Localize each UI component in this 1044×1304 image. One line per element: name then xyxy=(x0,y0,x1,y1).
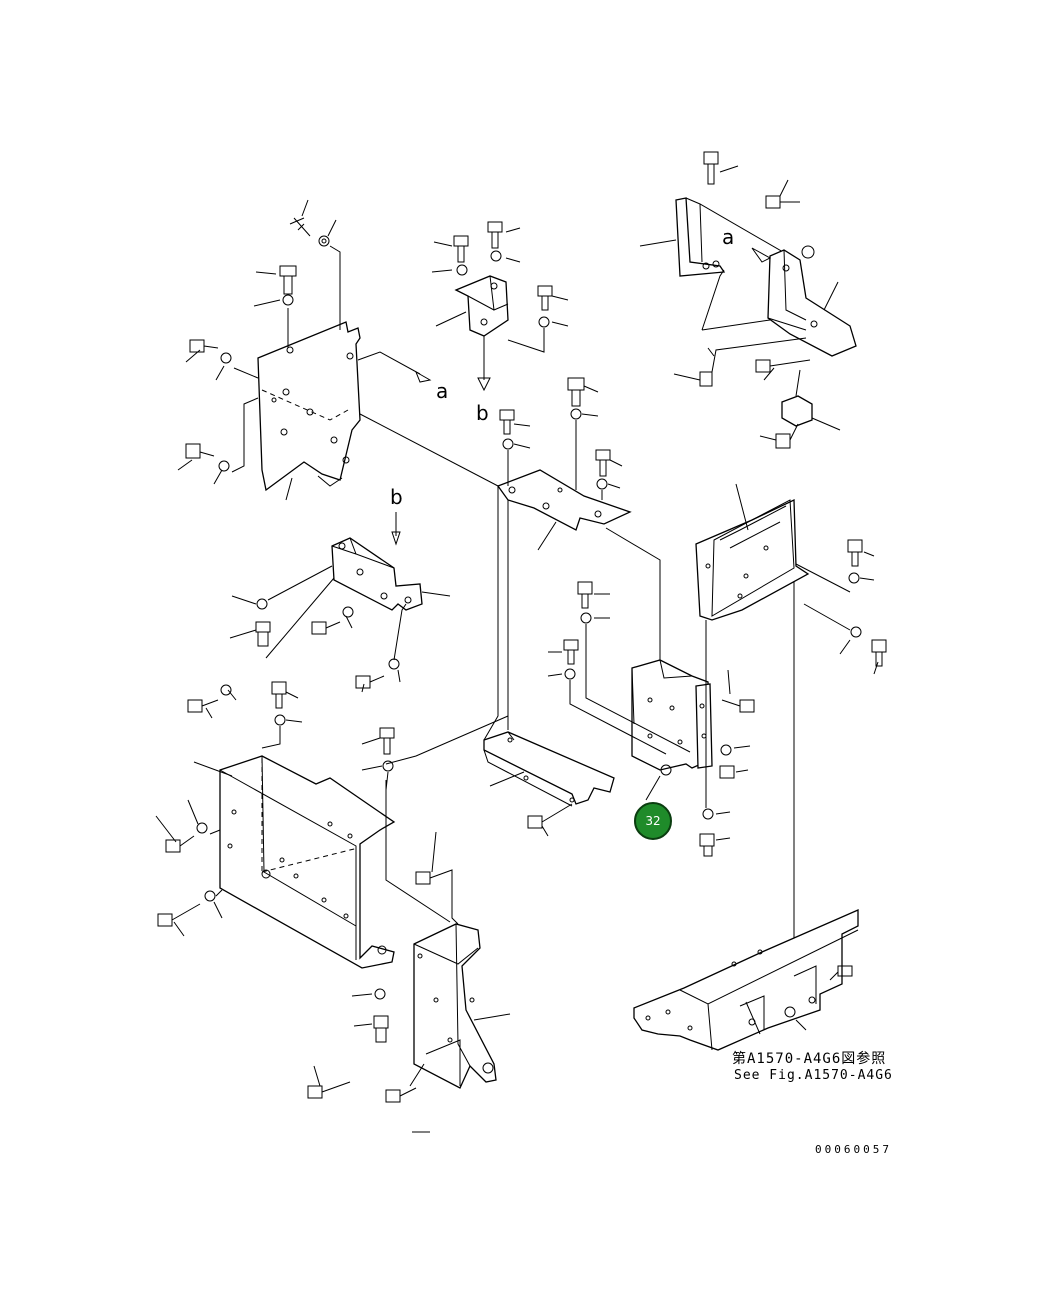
view-marker-b-left: b xyxy=(390,485,403,509)
upper-left-bolts xyxy=(177,199,341,501)
middle-flat-plate xyxy=(496,377,632,551)
upper-right-bracket-assembly xyxy=(639,151,857,449)
view-marker-b-upper: b xyxy=(476,401,489,425)
leader-to-view-a xyxy=(357,351,421,375)
upper-left-bracket-plate xyxy=(257,321,361,492)
reference-note-english[interactable]: See Fig.A1570-A4G6 xyxy=(734,1068,893,1083)
leader-plate-to-relay-box xyxy=(605,527,661,668)
leader-upper-plate-to-middle xyxy=(359,413,499,487)
lower-right-frame xyxy=(633,909,859,1051)
drawing-number: 00060057 xyxy=(815,1143,892,1156)
reference-note-japanese: 第A1570-A4G6図参照 xyxy=(732,1051,887,1067)
right-tall-plate xyxy=(695,483,887,950)
lower-middle-tall-bracket xyxy=(307,780,511,1133)
part-callout-32[interactable]: 32 xyxy=(634,802,672,840)
center-floor-bracket xyxy=(385,486,615,837)
view-marker-a-right: a xyxy=(722,225,734,249)
lower-left-box-housing xyxy=(155,681,396,969)
relay-box-assembly xyxy=(547,581,755,857)
upper-middle-bracket xyxy=(431,221,569,392)
middle-left-bracket xyxy=(187,512,451,719)
view-marker-a-upper: a xyxy=(436,379,448,403)
